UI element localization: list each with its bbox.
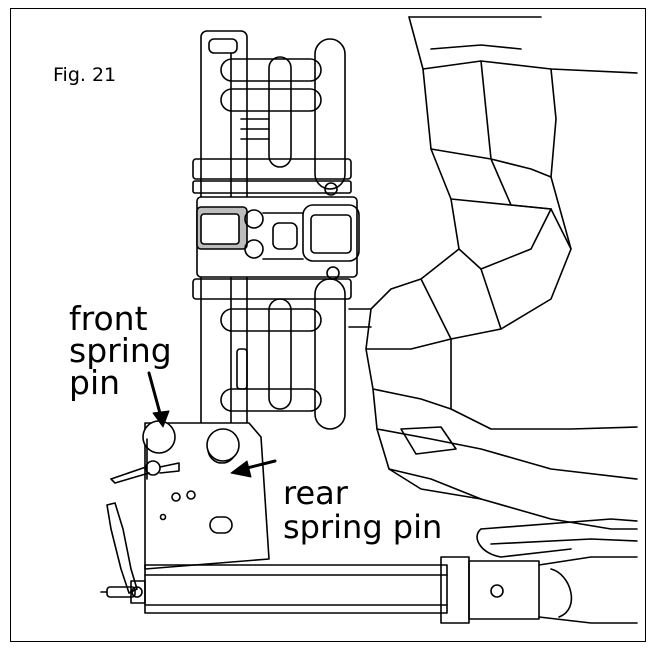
rear-spring-pin-label-line1: rear: [283, 474, 348, 512]
front-spring-pin-label-line3: pin: [69, 363, 121, 402]
front-pin-arrowhead: [152, 410, 170, 428]
mounting-plate: [142, 420, 270, 570]
front-pin-leader: [147, 371, 163, 419]
backrest-tube-assembly: [192, 30, 372, 432]
figure-label: Fig. 21: [53, 64, 117, 86]
rear-pin-arrowhead: [230, 460, 252, 478]
front-spring-pin-label-line1: front: [69, 299, 148, 338]
technical-drawing: [100, 16, 638, 624]
leader-arrows: [147, 371, 277, 478]
seat-rail: [100, 518, 638, 624]
figure-frame: Fig. 21 front spring pin rear spring pin: [10, 8, 646, 642]
tension-handle: [106, 460, 180, 594]
rear-spring-pin-label-line2: spring pin: [283, 508, 443, 546]
seat-cushion: [365, 16, 638, 530]
front-spring-pin-label-line2: spring: [69, 331, 172, 370]
